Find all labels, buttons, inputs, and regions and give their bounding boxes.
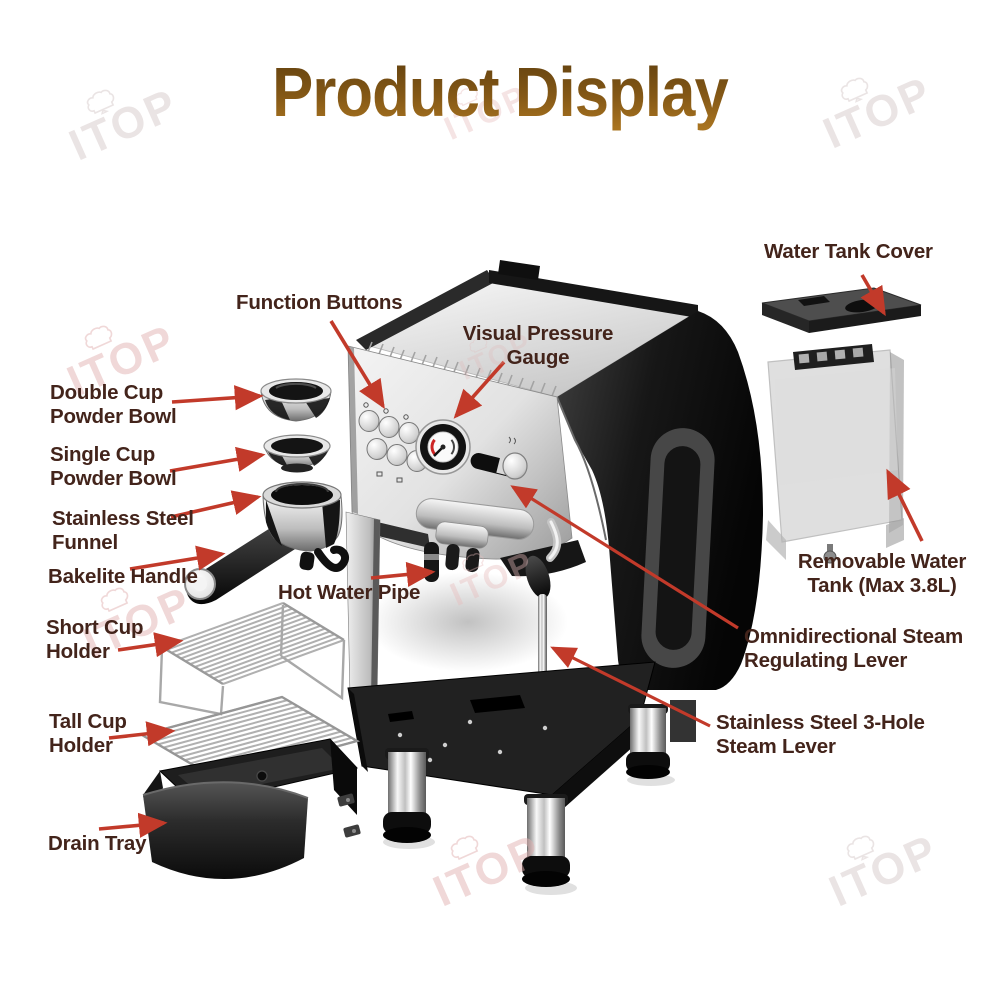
arrow-tall-cup-holder bbox=[108, 721, 176, 747]
label-omnidirectional-steam-regulating-lever: Omnidirectional Steam Regulating Lever bbox=[744, 625, 964, 673]
arrow-visual-pressure-gauge bbox=[453, 360, 506, 419]
function-buttons-part bbox=[358, 402, 428, 483]
label-tall-cup-holder: Tall Cup Holder bbox=[49, 710, 127, 758]
steam-knob-part bbox=[470, 436, 528, 480]
double-cup-bowl-part bbox=[260, 378, 332, 422]
machine-body bbox=[345, 260, 763, 895]
label-removable-water-tank: Removable Water Tank (Max 3.8L) bbox=[797, 550, 967, 598]
label-bakelite-handle: Bakelite Handle bbox=[48, 565, 198, 588]
arrow-single-cup-powder-bowl bbox=[169, 446, 266, 473]
arrow-removable-water-tank bbox=[886, 468, 924, 542]
label-hot-water-pipe: Hot Water Pipe bbox=[278, 581, 421, 604]
label-drain-tray: Drain Tray bbox=[48, 832, 147, 855]
arrow-stainless-steel-funnel bbox=[170, 490, 262, 519]
arrow-function-buttons bbox=[329, 320, 385, 410]
pressure-gauge-part bbox=[415, 419, 471, 475]
arrow-bakelite-handle bbox=[129, 545, 226, 571]
water-tank-cover-part bbox=[761, 287, 922, 333]
arrow-drain-tray bbox=[98, 812, 168, 838]
label-function-buttons: Function Buttons bbox=[236, 291, 403, 314]
short-cup-holder-part bbox=[158, 601, 346, 716]
label-double-cup-powder-bowl: Double Cup Powder Bowl bbox=[50, 381, 177, 429]
label-water-tank-cover: Water Tank Cover bbox=[764, 240, 933, 263]
group-head-part bbox=[352, 498, 586, 577]
machine-legs bbox=[383, 700, 696, 895]
page-title: Product Display bbox=[60, 52, 940, 132]
drain-tray-part bbox=[142, 738, 361, 880]
water-tank-part bbox=[766, 344, 904, 564]
tray-scale-marks bbox=[367, 341, 557, 397]
label-visual-pressure-gauge: Visual Pressure Gauge bbox=[462, 322, 614, 370]
label-stainless-steel-funnel: Stainless Steel Funnel bbox=[52, 507, 194, 555]
arrow-double-cup-powder-bowl bbox=[171, 385, 264, 411]
machine-shadow bbox=[368, 572, 568, 672]
arrow-omnidirectional-steam-lever bbox=[510, 485, 739, 630]
label-single-cup-powder-bowl: Single Cup Powder Bowl bbox=[50, 443, 177, 491]
annotation-arrows bbox=[98, 274, 924, 838]
single-cup-bowl-part bbox=[263, 434, 331, 473]
portafilter-part bbox=[184, 481, 349, 605]
label-stainless-steel-3-hole-steam-lever: Stainless Steel 3-Hole Steam Lever bbox=[716, 711, 925, 759]
arrow-water-tank-cover bbox=[860, 274, 886, 317]
hot-water-pipe-part bbox=[424, 542, 439, 582]
label-short-cup-holder: Short Cup Holder bbox=[46, 616, 144, 664]
arrow-hot-water-pipe bbox=[370, 561, 436, 588]
arrow-3-hole-steam-lever bbox=[550, 646, 711, 728]
arrow-short-cup-holder bbox=[117, 632, 184, 658]
